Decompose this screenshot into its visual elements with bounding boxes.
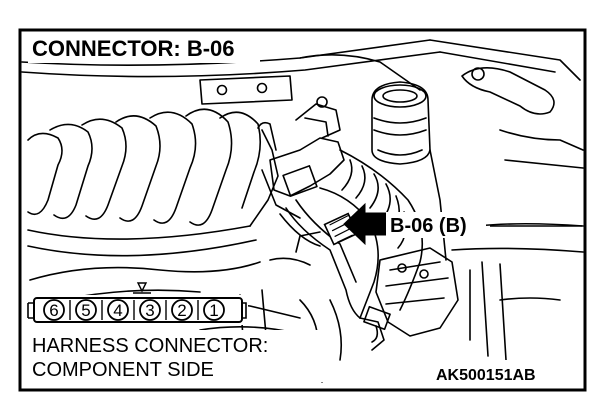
caption-line-1: HARNESS CONNECTOR:: [32, 335, 268, 357]
pin-1-label: 1: [209, 301, 218, 320]
pin-6-circle: [43, 299, 65, 321]
figure-id: AK500151AB: [436, 367, 536, 384]
pin-6-label: 6: [49, 301, 58, 320]
caption-line-2: COMPONENT SIDE: [32, 359, 214, 381]
pin-row: 6 5 4 3 2 1: [43, 299, 225, 321]
pin-3-circle: [139, 299, 161, 321]
callout-label: B-06 (B): [390, 215, 467, 237]
pin-3-label: 3: [145, 301, 154, 320]
pin-4-circle: [107, 299, 129, 321]
caption-backdrop: [28, 330, 328, 382]
callout-arrow-icon: [343, 202, 387, 246]
callout-backdrop: [386, 212, 486, 238]
pin-4-label: 4: [113, 301, 122, 320]
pin-5-circle: [75, 299, 97, 321]
pin-5-label: 5: [81, 301, 90, 320]
pin-2-circle: [171, 299, 193, 321]
connector-key-marker-icon: [136, 282, 148, 293]
diagram-title: CONNECTOR: B-06: [32, 36, 235, 61]
title-backdrop: [28, 33, 260, 63]
pin-1-circle: [203, 299, 225, 321]
figure-id-backdrop: [424, 360, 582, 386]
engine-illustration: [21, 39, 584, 383]
pin-2-label: 2: [177, 301, 186, 320]
